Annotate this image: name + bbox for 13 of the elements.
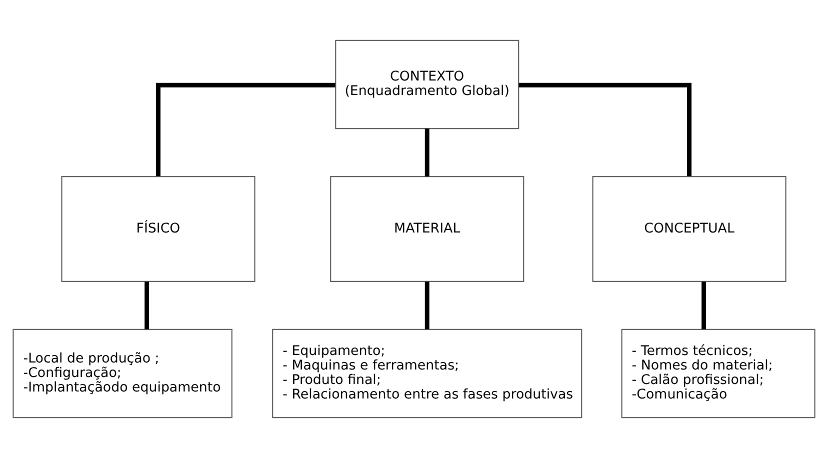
node-box: CONCEPTUAL [592,176,786,282]
connector [702,281,706,329]
connector [156,82,336,176]
connector [424,281,430,329]
connector [424,128,430,176]
node-box: - Termos técnicos; - Nomes do material; - Calão profissional; -Comunicação [621,328,816,418]
node-box: - Equipamento; - Maquinas e ferramentas; - Produto final; - Relacionamento entre as fases produtivas [272,328,582,418]
connector [518,82,692,176]
node-box: FÍSICO [61,176,256,282]
connector [144,281,150,329]
node-box: -Local de produção ; -Configuração; -Implantaçãodo equipamento [12,328,232,418]
node-box: MATERIAL [330,176,524,282]
node-box: CONTEXTO (Enquadramento Global) [335,39,520,129]
